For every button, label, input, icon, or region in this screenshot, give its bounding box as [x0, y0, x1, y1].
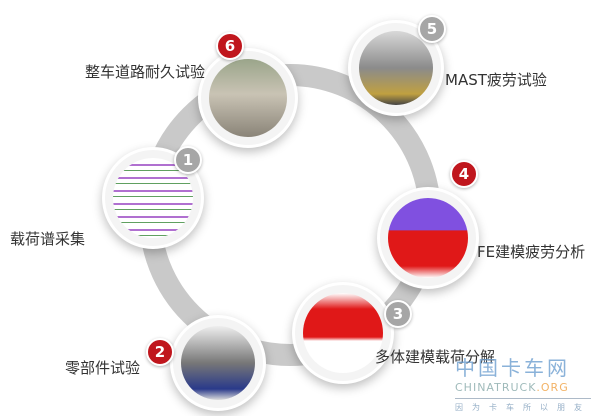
watermark-cn: 中国卡车网	[455, 356, 570, 380]
step-3-image	[292, 282, 394, 384]
watermark-en-main: CHINATRUCK	[455, 381, 537, 394]
step-6-label: 整车道路耐久试验	[85, 63, 206, 81]
step-3-badge: 3	[384, 300, 412, 328]
step-1-badge: 1	[174, 146, 202, 174]
step-3-label: 多体建模载荷分解	[375, 348, 496, 366]
chinatruck-watermark: 中国卡车网 CHINATRUCK.ORG 因为卡车所以朋友	[455, 352, 591, 413]
step-1-label: 载荷谱采集	[10, 230, 86, 248]
step-4-badge: 4	[450, 160, 478, 188]
watermark-en: CHINATRUCK.ORG	[455, 381, 591, 394]
watermark-en-suffix: .ORG	[536, 381, 569, 394]
watermark-slogan: 因为卡车所以朋友	[455, 398, 591, 413]
step-6-image	[198, 48, 298, 148]
step-5-badge: 5	[418, 15, 446, 43]
step-2-label: 零部件试验	[65, 359, 141, 377]
step-4-label: FE建模疲劳分析	[477, 243, 586, 261]
step-4-image	[377, 187, 479, 289]
step-6-badge: 6	[216, 32, 244, 60]
step-2-image	[170, 315, 266, 411]
step-2-badge: 2	[146, 338, 174, 366]
step-5-label: MAST疲劳试验	[445, 71, 547, 89]
